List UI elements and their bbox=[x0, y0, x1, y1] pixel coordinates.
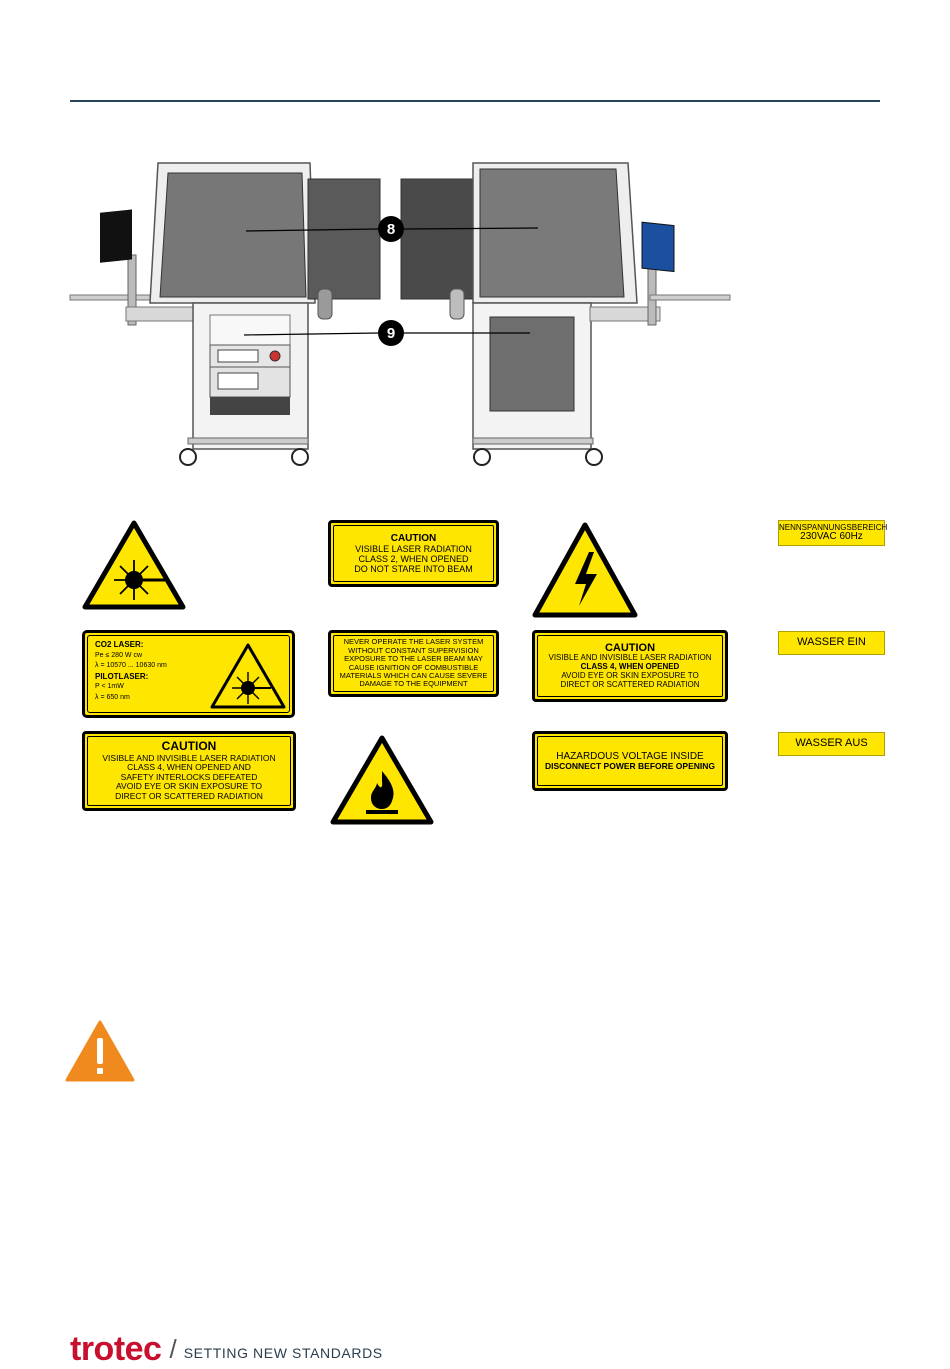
label-line: EXPOSURE TO THE LASER BEAM MAY bbox=[344, 654, 483, 664]
co2-power: Pe ≤ 280 W cw bbox=[95, 651, 143, 659]
co2-title: CO2 LASER: bbox=[95, 640, 144, 649]
label-line: AVOID EYE OR SKIN EXPOSURE TO bbox=[116, 781, 262, 792]
label-line: DAMAGE TO THE EQUIPMENT bbox=[359, 679, 468, 689]
label-line: DIRECT OR SCATTERED RADIATION bbox=[560, 680, 700, 690]
label-title: CAUTION bbox=[604, 641, 656, 654]
label-line: CLASS 4, WHEN OPENED AND bbox=[127, 762, 251, 773]
pilot-power: P < 1mW bbox=[95, 683, 124, 691]
label-line: CLASS 4, WHEN OPENED bbox=[580, 662, 680, 672]
label-class4-interlocks: CAUTION VISIBLE AND INVISIBLE LASER RADI… bbox=[82, 731, 296, 811]
label-co2-laser: CO2 LASER: Pe ≤ 280 W cw λ = 10570 ... 1… bbox=[82, 630, 295, 718]
voltage-tag-line1: NENNSPANNUNGSBEREICH bbox=[779, 522, 888, 532]
label-line: CAUSE IGNITION OF COMBUSTIBLE bbox=[348, 662, 479, 672]
water-out-tag: WASSER AUS bbox=[778, 732, 885, 756]
pilot-wavelength: λ = 650 nm bbox=[95, 693, 130, 701]
label-line: HAZARDOUS VOLTAGE INSIDE bbox=[556, 750, 704, 762]
label-line: VISIBLE AND INVISIBLE LASER RADIATION bbox=[548, 653, 712, 663]
label-line: CLASS 2, WHEN OPENED bbox=[358, 554, 469, 565]
label-line: DIRECT OR SCATTERED RADIATION bbox=[115, 790, 263, 801]
footer-divider: / bbox=[169, 1334, 177, 1364]
label-class2-caution: CAUTION VISIBLE LASER RADIATION CLASS 2,… bbox=[328, 520, 499, 587]
laser-warning-icon bbox=[210, 643, 286, 709]
water-in-tag: WASSER EIN bbox=[778, 631, 885, 655]
label-line: DO NOT STARE INTO BEAM bbox=[354, 564, 473, 575]
label-line: WITHOUT CONSTANT SUPERVISION bbox=[348, 645, 479, 655]
label-line: VISIBLE LASER RADIATION bbox=[355, 543, 472, 554]
label-never-operate: NEVER OPERATE THE LASER SYSTEM WITHOUT C… bbox=[328, 630, 499, 697]
electrical-hazard-icon bbox=[532, 522, 638, 618]
callout-9: 9 bbox=[378, 320, 404, 346]
footer-brand: trotec / SETTING NEW STANDARDS bbox=[70, 1330, 383, 1369]
general-warning-icon bbox=[65, 1020, 135, 1082]
pilot-title: PILOTLASER: bbox=[95, 671, 149, 681]
laser-warning-icon bbox=[82, 520, 186, 610]
trotec-logo: trotec bbox=[70, 1330, 162, 1368]
label-line: AVOID EYE OR SKIN EXPOSURE TO bbox=[561, 671, 699, 681]
label-hazardous-voltage: HAZARDOUS VOLTAGE INSIDE DISCONNECT POWE… bbox=[532, 731, 728, 791]
header-rule bbox=[70, 100, 880, 102]
label-title: CAUTION bbox=[161, 739, 217, 754]
machine-illustration bbox=[69, 162, 731, 466]
label-title: CAUTION bbox=[390, 532, 437, 544]
label-class4-caution: CAUTION VISIBLE AND INVISIBLE LASER RADI… bbox=[532, 630, 728, 702]
label-line: MATERIALS WHICH CAN CAUSE SEVERE bbox=[339, 670, 488, 680]
label-line: NEVER OPERATE THE LASER SYSTEM bbox=[343, 637, 484, 647]
voltage-tag-line2: 230VAC 60Hz bbox=[800, 530, 863, 542]
water-out-text: WASSER AUS bbox=[795, 737, 868, 750]
co2-wavelength: λ = 10570 ... 10630 nm bbox=[95, 661, 167, 669]
flammable-icon bbox=[330, 735, 434, 825]
voltage-range-tag: NENNSPANNUNGSBEREICH 230VAC 60Hz bbox=[778, 520, 888, 546]
callout-8: 8 bbox=[378, 216, 404, 242]
label-line: SAFETY INTERLOCKS DEFEATED bbox=[120, 771, 258, 782]
label-line: DISCONNECT POWER BEFORE OPENING bbox=[544, 760, 715, 771]
water-in-text: WASSER EIN bbox=[797, 636, 866, 649]
footer-tagline: SETTING NEW STANDARDS bbox=[183, 1344, 383, 1361]
label-line: VISIBLE AND INVISIBLE LASER RADIATION bbox=[102, 752, 276, 763]
